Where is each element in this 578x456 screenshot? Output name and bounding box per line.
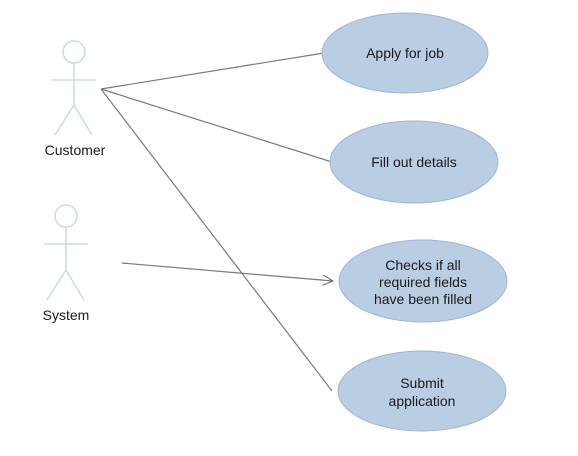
usecase-label-line: Checks if all: [385, 257, 460, 273]
usecase-ellipse: [338, 239, 508, 323]
stick-figure-icon: [44, 204, 88, 301]
association-customer-submit[interactable]: [100, 88, 333, 392]
usecase-checks-required-fields[interactable]: Checks if all required fields have been …: [338, 239, 508, 323]
usecase-ellipse: [329, 120, 499, 204]
usecase-label: Apply for job: [366, 45, 444, 61]
stick-figure-icon: [52, 40, 96, 136]
association-system-checks[interactable]: [121, 262, 333, 281]
association-customer-fill[interactable]: [100, 88, 333, 163]
actor-label-customer: Customer: [45, 142, 106, 158]
usecase-label: Fill out details: [371, 154, 457, 170]
usecase-label-line: required fields: [379, 274, 467, 290]
usecase-apply-for-job[interactable]: Apply for job: [321, 12, 489, 94]
actor-label-system: System: [43, 307, 90, 323]
usecase-label-line: have been filled: [374, 291, 472, 307]
usecase-label-line: application: [389, 393, 456, 409]
actor-system[interactable]: System: [43, 204, 90, 323]
associations: [100, 52, 333, 392]
association-customer-apply[interactable]: [100, 52, 325, 90]
usecase-label-line: Submit: [400, 375, 444, 391]
usecase-ellipse: [321, 12, 489, 94]
usecase-submit-application[interactable]: Submit application: [337, 350, 507, 432]
usecase-fill-out-details[interactable]: Fill out details: [329, 120, 499, 204]
actor-customer[interactable]: Customer: [45, 40, 106, 158]
usecase-ellipse: [337, 350, 507, 432]
